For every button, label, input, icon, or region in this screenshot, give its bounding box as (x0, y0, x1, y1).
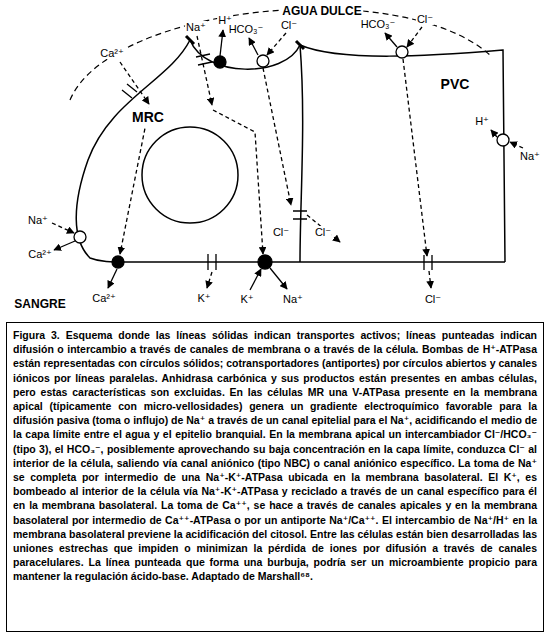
pvc-membrane (300, 45, 505, 262)
nucleus (142, 127, 238, 223)
ion-label: Na⁺ (282, 293, 304, 305)
ion-label: HCO₃⁻ (360, 18, 397, 30)
cell-name: PVC (439, 75, 472, 93)
ion-label: Ca²⁺ (91, 292, 117, 304)
ion-label: Ca²⁺ (99, 47, 125, 59)
ion-label: Cl⁻ (424, 293, 442, 305)
ion-label: K⁺ (196, 292, 211, 304)
na-channel (196, 54, 212, 65)
region-label: SANGRE (13, 298, 66, 310)
gill-illustration (0, 0, 550, 320)
cell-name: MRC (130, 108, 166, 126)
ion-label: Na⁺ (185, 21, 207, 33)
antiporter (257, 55, 269, 67)
tight-junction (186, 36, 304, 49)
ion-label: Ca²⁺ (27, 248, 53, 260)
ion-label: Na⁺ (519, 150, 541, 162)
ion-label: K⁺ (239, 293, 254, 305)
ion-label: Na⁺ (27, 214, 49, 226)
lateral-membrane (300, 45, 303, 262)
na-k-atpase (258, 255, 272, 269)
ion-label: Cl⁻ (314, 226, 332, 238)
region-label: AGUA DULCE (281, 5, 363, 17)
ion-label: H⁺ (474, 115, 490, 127)
ion-label: Cl⁻ (272, 226, 290, 238)
mrc-apical-membrane (190, 40, 300, 69)
figure-caption: Figura 3. Esquema donde las líneas sólid… (6, 322, 544, 632)
antiporter (497, 134, 509, 146)
h-atpase (214, 56, 226, 68)
antiporter (396, 46, 408, 58)
cell-label: MRC (130, 108, 166, 126)
cl-channel (424, 255, 432, 270)
ion-label: Cl⁻ (416, 13, 434, 25)
antiporter (74, 231, 86, 243)
ion-label: HCO₃⁻ (228, 23, 265, 35)
connector-layer (0, 0, 550, 320)
cl-channel (293, 211, 307, 219)
cell-label: PVC (439, 75, 472, 93)
ca-channel (122, 84, 137, 98)
k-channel (208, 254, 216, 270)
ion-label: Cl⁻ (280, 19, 298, 31)
ca-atpase (112, 256, 124, 268)
mrc-membrane (76, 40, 505, 262)
